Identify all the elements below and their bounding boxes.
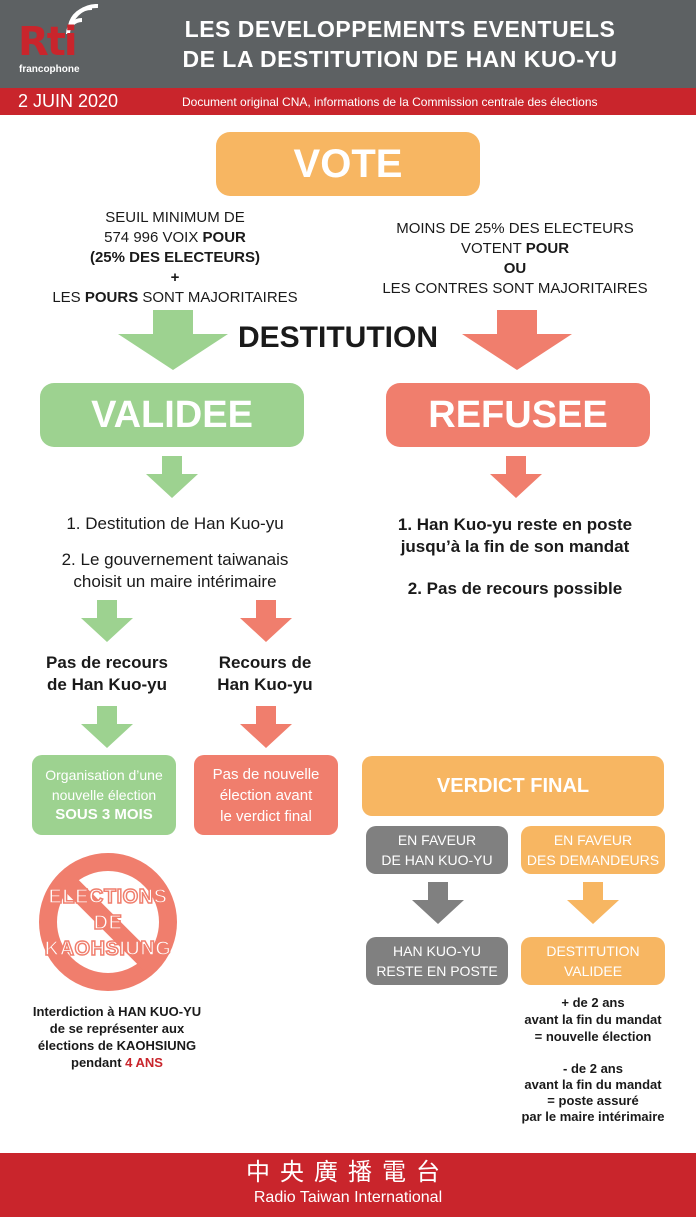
footer-bar: [0, 1153, 696, 1217]
less-two-years-note: - de 2 ans avant la fin du mandat = post…: [521, 1061, 665, 1124]
ban-note: Interdiction à HAN KUO-YU de se représen…: [32, 1004, 202, 1070]
arrow-down-icon: [567, 882, 619, 924]
footer-english-name: Radio Taiwan International: [253, 1189, 443, 1206]
rti-logo: Rti: [18, 19, 78, 65]
arrow-down-icon: [462, 310, 572, 370]
more-two-years-note: + de 2 ans avant la fin du mandat = nouv…: [524, 995, 662, 1044]
source-note: Document original CNA, informations de l…: [182, 95, 598, 109]
arrow-down-icon: [240, 600, 292, 642]
broadcast-waves-icon: [66, 4, 99, 35]
destitution-label: DESTITUTION: [238, 321, 438, 354]
no-recourse-label: Pas de recours de Han Kuo-yu: [46, 653, 168, 694]
arrow-down-icon: [81, 600, 133, 642]
refusee-box: REFUSEE: [386, 383, 650, 447]
publication-date: 2 JUIN 2020: [18, 91, 119, 111]
recourse-label: Recours de Han Kuo-yu: [217, 653, 313, 694]
arrow-down-icon: [240, 706, 292, 748]
new-election-box: Organisation d’une nouvelle élection SOU…: [32, 755, 176, 835]
page-title: LES DEVELOPPEMENTS EVENTUELS DE LA DESTI…: [182, 16, 618, 72]
validee-steps: 1. Destitution de Han Kuo-yu 2. Le gouve…: [61, 514, 289, 591]
header-bar: [0, 0, 696, 88]
logo-subtitle: francophone: [19, 64, 80, 75]
date-bar: [0, 88, 696, 115]
favor-han-box: EN FAVEUR DE HAN KUO-YU: [366, 826, 508, 874]
destitution-validated-box: DESTITUTION VALIDEE: [521, 937, 665, 985]
arrow-down-icon: [412, 882, 464, 924]
no-new-election-box: Pas de nouvelle élection avant le verdic…: [194, 755, 338, 835]
arrow-down-icon: [490, 456, 542, 498]
arrow-down-icon: [81, 706, 133, 748]
favor-plaintiffs-box: EN FAVEUR DES DEMANDEURS: [521, 826, 665, 874]
left-condition: SEUIL MINIMUM DE 574 996 VOIX POUR (25% …: [52, 209, 298, 306]
footer-chinese-name: 中央廣播電台: [246, 1159, 450, 1186]
vote-box: VOTE: [216, 132, 480, 196]
right-condition: MOINS DE 25% DES ELECTEURS VOTENT POUR O…: [382, 220, 648, 297]
validee-box: VALIDEE: [40, 383, 304, 447]
han-stays-box: HAN KUO-YU RESTE EN POSTE: [366, 937, 508, 985]
refusee-steps: 1. Han Kuo-yu reste en poste jusqu’à la …: [397, 515, 633, 598]
elections-prohibited-icon: ELECTIONS DE KAOHSIUNG: [38, 852, 178, 992]
arrow-down-icon: [146, 456, 198, 498]
arrow-down-icon: [118, 310, 228, 370]
verdict-final-box: VERDICT FINAL: [362, 756, 664, 816]
